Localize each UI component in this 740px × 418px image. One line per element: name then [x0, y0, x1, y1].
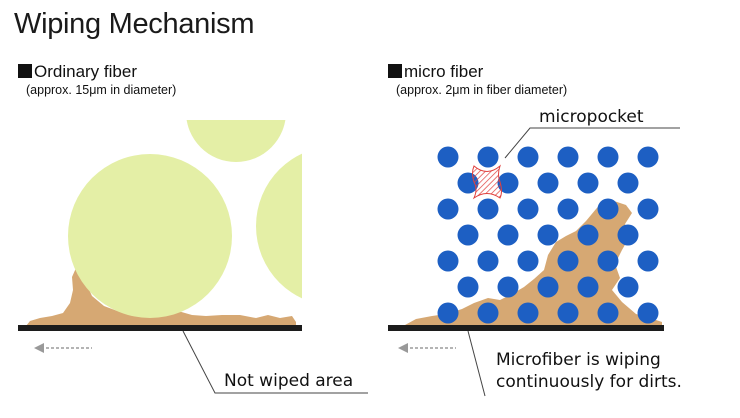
large-fiber-circle	[68, 154, 232, 318]
micro-fiber-subheading: (approx. 2μm in fiber diameter)	[396, 83, 568, 97]
microfiber-dot	[637, 250, 659, 272]
microfiber-dot	[477, 250, 499, 272]
microfiber-dot	[437, 198, 459, 220]
micropocket-label: micropocket	[539, 107, 644, 127]
callout-line-left	[182, 330, 368, 394]
microfiber-dot	[477, 146, 499, 168]
dirt-deposit-left	[26, 268, 296, 326]
microfiber-dot	[517, 198, 539, 220]
microfiber-dot	[437, 146, 459, 168]
large-fiber-circle	[256, 153, 302, 299]
micro-fiber-heading: micro fiber	[388, 62, 483, 82]
microfiber-dot	[437, 250, 459, 272]
microfiber-dot	[557, 198, 579, 220]
large-fiber-circle	[186, 120, 286, 162]
microfiber-dot	[577, 172, 599, 194]
microfiber-dot	[617, 224, 639, 246]
microfiber-dot	[597, 198, 619, 220]
microfiber-dot	[577, 276, 599, 298]
microfiber-dot	[517, 250, 539, 272]
page-title: Wiping Mechanism	[14, 8, 255, 40]
microfiber-dot	[537, 276, 559, 298]
microfiber-dot	[497, 172, 519, 194]
arrow-head-icon	[398, 343, 408, 353]
callout-line-micropocket	[504, 127, 680, 159]
microfiber-dot	[437, 302, 459, 324]
microfiber-callout-line1: Microfiber is wiping	[496, 350, 661, 370]
microfiber-dot	[457, 224, 479, 246]
ordinary-fiber-heading-text: Ordinary fiber	[34, 62, 137, 81]
wiped-surface-left	[18, 325, 302, 331]
microfiber-dot	[477, 302, 499, 324]
microfiber-dot	[557, 302, 579, 324]
microfiber-dot	[557, 250, 579, 272]
ordinary-fiber-subheading: (approx. 15μm in diameter)	[26, 83, 177, 97]
bullet-square-icon	[388, 64, 402, 78]
microfiber-dot	[617, 276, 639, 298]
bullet-square-icon	[18, 64, 32, 78]
microfiber-dot	[557, 146, 579, 168]
microfiber-dot	[457, 276, 479, 298]
ordinary-fiber-heading: Ordinary fiber	[18, 62, 137, 82]
microfiber-dot	[497, 224, 519, 246]
microfiber-dot	[597, 250, 619, 272]
not-wiped-area-label: Not wiped area	[224, 371, 354, 391]
callout-line-right	[467, 330, 486, 397]
microfiber-dot	[597, 302, 619, 324]
microfiber-dot	[517, 302, 539, 324]
ordinary-fiber-illustration	[18, 120, 368, 394]
arrow-head-icon	[34, 343, 44, 353]
microfiber-dot-grid	[437, 146, 659, 324]
microfiber-dot	[537, 224, 559, 246]
microfiber-dot	[637, 198, 659, 220]
microfiber-dot	[497, 276, 519, 298]
microfiber-dot	[637, 302, 659, 324]
microfiber-dot	[577, 224, 599, 246]
microfiber-dot	[477, 198, 499, 220]
micropocket-region	[472, 164, 502, 200]
microfiber-dot	[597, 146, 619, 168]
micro-fiber-illustration	[388, 127, 680, 397]
micro-fiber-heading-text: micro fiber	[404, 62, 484, 81]
wiped-surface-right	[388, 325, 664, 331]
microfiber-callout-line2: continuously for dirts.	[496, 372, 682, 392]
microfiber-dot	[517, 146, 539, 168]
microfiber-dot	[637, 146, 659, 168]
microfiber-dot	[537, 172, 559, 194]
microfiber-dot	[617, 172, 639, 194]
